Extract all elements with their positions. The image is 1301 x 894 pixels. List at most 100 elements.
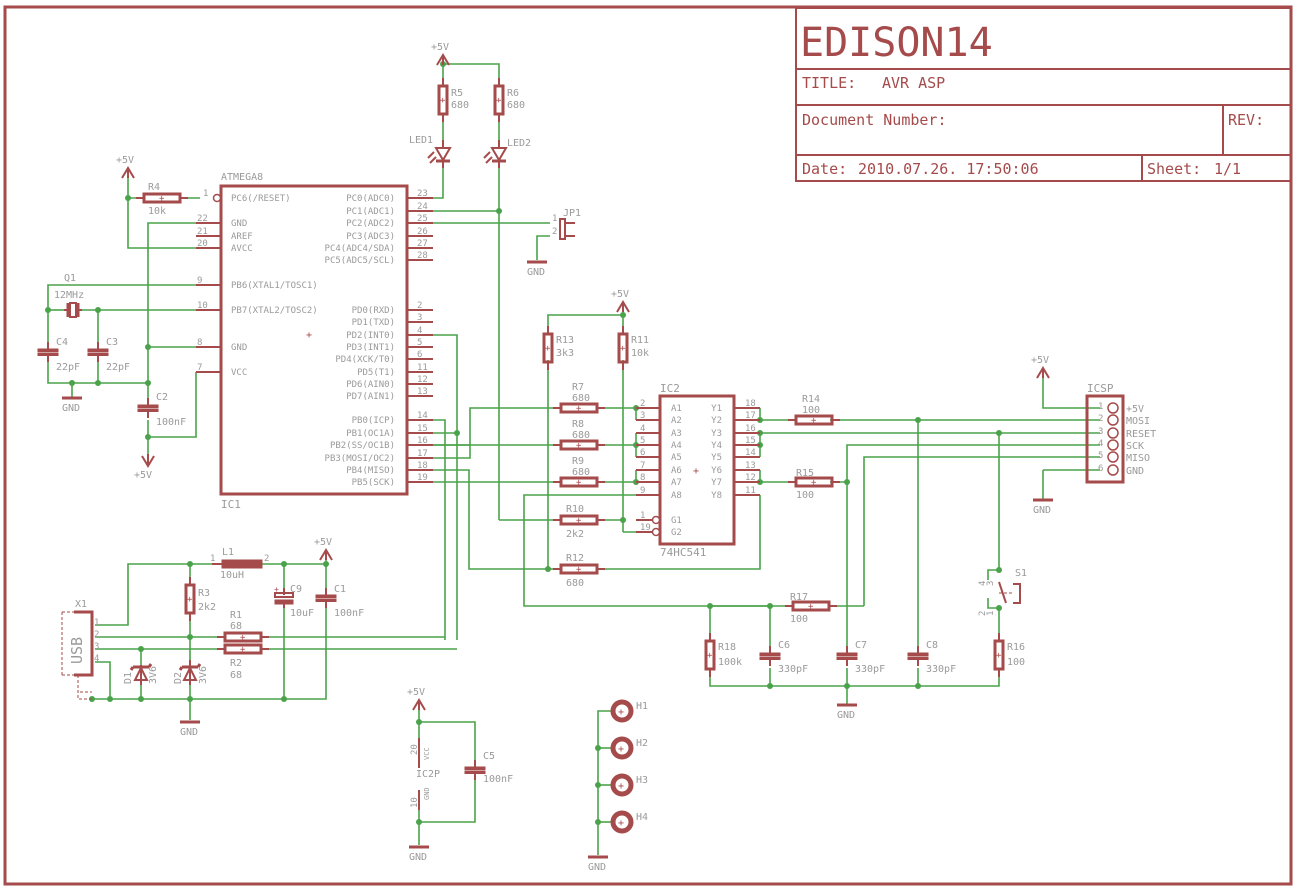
ic1-pin-name: PC0(ADC0) [346,194,395,204]
hole-name: H1 [636,701,648,712]
vcc-label: +5V [611,289,629,300]
ic1-pin-number: 18 [417,461,428,471]
resistor-value: 3k3 [556,348,574,359]
supply-symbols: +5V+5V+5V+5V+5V+5V+5VGNDGNDGNDGNDGNDGNDG… [62,42,1053,873]
led1[interactable]: LED1 [409,135,452,168]
capacitor-plate [464,770,486,774]
vcc-supply-symbol: +5V [1031,355,1050,379]
d2-name: D2 [173,672,184,684]
icsp-pin-pad[interactable] [1107,402,1119,414]
resistor-name: R17 [790,592,808,603]
capacitor-name: C9 [290,584,302,595]
led2[interactable]: LED2 [483,138,531,168]
capacitor-name: C4 [56,337,68,348]
capacitor-value: 330pF [855,664,885,675]
gnd-label: GND [588,862,606,873]
capacitor-value: 100nF [483,774,513,785]
vcc-label: +5V [1031,355,1049,366]
resistor-body [559,439,599,451]
ic2-pin-number: 18 [745,399,756,409]
ic1-pin-name: VCC [231,368,247,378]
icsp-pin-pad[interactable] [1107,439,1119,451]
ic2-pin-name: A3 [671,429,682,439]
resistor-body [559,563,599,575]
s1-pin4: 4 [978,581,988,586]
ic1-pin-name: PC6(/RESET) [231,194,291,204]
d1-name: D1 [123,672,134,684]
icsp-pin-pad[interactable] [1107,451,1119,463]
icsp-name-label: ICSP [1087,382,1114,395]
icsp-pin-number: 4 [1098,439,1103,449]
svg-text:+: + [620,344,626,354]
ic1-pin-name: GND [231,343,247,353]
capacitor-plate [907,652,929,656]
icsp-body [1085,394,1125,484]
ic1-pin-name: AVCC [231,244,253,254]
gnd-supply-symbol: GND [62,396,82,414]
ic1-pin-name: PB6(XTAL1/TOSC1) [231,281,318,291]
capacitor-plate [315,594,337,598]
svg-text:+: + [576,516,582,526]
zener-d2[interactable]: D2 3V6 [173,660,209,685]
svg-text:+: + [576,404,582,414]
pushbutton-s1[interactable]: 3 4 1 2 S1 [978,568,1027,616]
ic2p-power[interactable]: 20 VCC 10 GND IC2P [410,738,440,810]
capacitor-value: 100nF [334,608,364,619]
zener-d1[interactable]: D1 3V6 [123,663,159,685]
jumper-jp1[interactable]: 1 2 JP1 [552,208,581,240]
ic2p-gnd-label: GND [423,787,431,800]
icsp-pin-name: MISO [1126,453,1150,464]
crystal-q1[interactable]: Q1 12MHz [54,273,84,318]
icsp-pin-pad[interactable] [1107,414,1119,426]
capacitor-plate-positive [274,592,294,598]
resistor-body [559,402,599,414]
icsp-pin-pad[interactable] [1107,427,1119,439]
ic2-pin-name: A6 [671,466,682,476]
ic2-pin-name: Y3 [711,429,722,439]
resistor-body [223,631,263,643]
ic1-pin-name: PB2(SS/OC1B) [330,441,395,451]
ic2-gate-invert-bubble [651,527,661,537]
usb-connector-x1[interactable]: USB X1 1 2 3 4 [61,599,99,700]
ic2-pin-number: 4 [640,424,645,434]
ic1-pin-number: 1 [203,189,208,199]
inductor-l1[interactable]: 1 2 L1 10uH [210,547,269,581]
capacitor-name: C6 [778,640,790,651]
svg-text:+: + [545,344,551,354]
resistor-body [559,476,599,488]
ic2-gate-invert-bubble [651,515,661,525]
resistor-name: R3 [198,588,210,599]
icsp-pin-pad[interactable] [1107,464,1119,476]
